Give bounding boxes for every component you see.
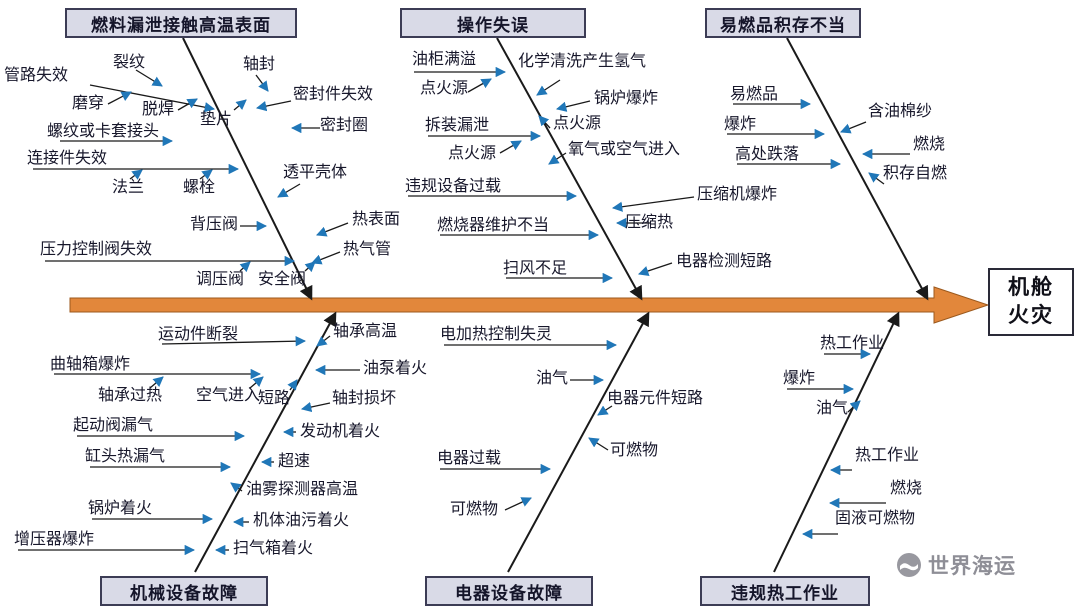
branch-spine-lines (182, 37, 929, 573)
watermark-text: 世界海运 (928, 555, 1016, 578)
cause-label: 热表面 (352, 211, 401, 228)
cause-label: 法兰 (112, 179, 145, 196)
cause-label: 含油棉纱 (868, 103, 933, 120)
cause-label: 密封件失效 (293, 86, 374, 103)
category-flammable-storage: 易燃品积存不当 (705, 8, 861, 38)
cause-label: 缸头热漏气 (85, 448, 166, 465)
spine-top-middle (496, 37, 643, 301)
cause-label: 压缩机爆炸 (697, 186, 778, 203)
category-illegal-hotwork: 违规热工作业 (700, 576, 870, 606)
cause-label: 连接件失效 (27, 150, 108, 167)
cause-label: 化学清洗产生氢气 (518, 53, 647, 70)
cause-label: 扫气箱着火 (233, 540, 314, 557)
cause-label: 轴封损坏 (332, 390, 397, 407)
cause-label: 密封圈 (320, 117, 369, 134)
cause-label: 压力控制阀失效 (40, 241, 153, 258)
cause-label: 运动件断裂 (158, 326, 239, 343)
cause-label: 点火源 (448, 145, 497, 162)
cause-label: 电器过载 (437, 450, 502, 467)
cause-label: 电器元件短路 (607, 390, 704, 407)
effect-line2: 火灾 (1008, 304, 1054, 327)
cause-label: 油泵着火 (363, 360, 428, 377)
spine-bottom-right (773, 311, 900, 573)
cause-label: 违规设备过载 (405, 178, 502, 195)
cause-label: 超速 (278, 453, 311, 470)
category-mechanical-failure: 机械设备故障 (100, 576, 268, 606)
cause-label: 高处跌落 (735, 146, 800, 163)
cause-label: 背压阀 (190, 216, 239, 233)
cause-label: 垫片 (200, 111, 233, 128)
cause-label: 磨穿 (72, 95, 105, 112)
cause-label: 压缩热 (625, 214, 674, 231)
cause-label: 爆炸 (783, 370, 816, 387)
cause-label: 燃烧 (890, 480, 923, 497)
cause-label: 电加热控制失灵 (440, 326, 553, 343)
cause-label: 点火源 (553, 115, 602, 132)
world-shipping-logo-icon (897, 553, 921, 577)
cause-label: 轴封 (243, 56, 276, 73)
cause-label: 脱焊 (142, 101, 175, 118)
spine-top-right (786, 37, 929, 301)
cause-label: 电器检测短路 (676, 253, 773, 270)
cause-label: 透平壳体 (283, 164, 348, 181)
cause-label: 裂纹 (113, 54, 146, 71)
main-spine-arrow (69, 286, 990, 324)
cause-label: 热气管 (343, 241, 392, 258)
cause-label: 轴承高温 (333, 323, 398, 340)
cause-label: 管路失效 (4, 67, 69, 84)
spine-top-left (182, 37, 313, 301)
cause-label: 氧气或空气进入 (568, 141, 681, 158)
cause-label: 燃烧器维护不当 (437, 217, 550, 234)
cause-label: 机体油污着火 (253, 512, 350, 529)
cause-label: 固液可燃物 (835, 510, 916, 527)
tick-arrow-lines (18, 66, 910, 556)
cause-label: 锅炉着火 (88, 500, 153, 517)
cause-label: 扫风不足 (503, 260, 568, 277)
watermark: 世界海运 (896, 550, 1016, 580)
cause-label: 油柜满溢 (412, 51, 477, 68)
category-operation-error: 操作失误 (400, 8, 586, 38)
cause-label: 易燃品 (730, 86, 779, 103)
spine-bottom-middle (507, 311, 650, 573)
cause-label: 油气 (536, 370, 569, 387)
cause-label: 轴承过热 (98, 387, 163, 404)
cause-label: 发动机着火 (300, 423, 381, 440)
cause-label: 热工作业 (855, 447, 920, 464)
cause-label: 可燃物 (610, 442, 659, 459)
spine-bottom-left (194, 311, 337, 573)
cause-label: 积存自燃 (883, 165, 948, 182)
cause-label: 燃烧 (913, 136, 946, 153)
cause-label: 曲轴箱爆炸 (50, 356, 131, 373)
category-fuel-leak-hot-surface: 燃料漏泄接触高温表面 (65, 8, 297, 38)
cause-label: 油气 (816, 400, 849, 417)
cause-label: 调压阀 (196, 271, 245, 288)
cause-label: 螺栓 (183, 179, 216, 196)
cause-label: 油雾探测器高温 (246, 481, 359, 498)
cause-label: 空气进入 (196, 387, 261, 404)
cause-label: 螺纹或卡套接头 (47, 123, 160, 140)
category-electrical-failure: 电器设备故障 (425, 576, 593, 606)
cause-label: 拆装漏泄 (425, 117, 490, 134)
cause-label: 点火源 (420, 80, 469, 97)
effect-box: 机舱 火灾 (988, 268, 1074, 336)
cause-label: 可燃物 (450, 501, 499, 518)
cause-label: 安全阀 (258, 271, 307, 288)
effect-line1: 机舱 (1008, 275, 1054, 299)
cause-label: 增压器爆炸 (14, 531, 95, 548)
cause-label: 短路 (258, 390, 291, 407)
cause-label: 起动阀漏气 (73, 417, 154, 434)
cause-label: 热工作业 (820, 335, 885, 352)
cause-label: 锅炉爆炸 (594, 90, 659, 107)
cause-label: 爆炸 (724, 116, 757, 133)
